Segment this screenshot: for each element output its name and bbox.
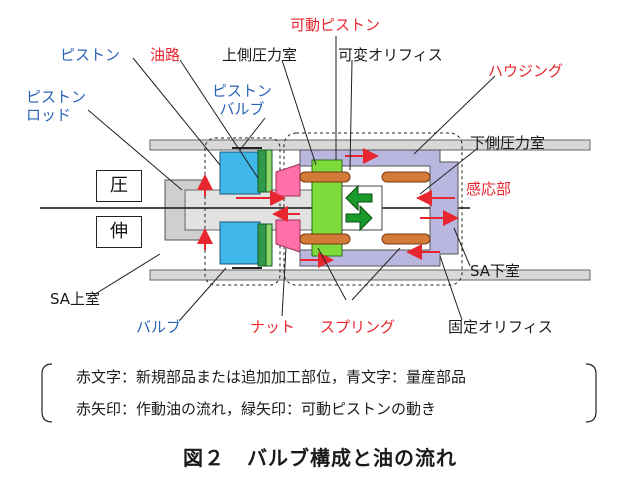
nut — [275, 163, 301, 253]
valve-diagram — [40, 36, 591, 321]
sensing-part-region — [283, 132, 463, 286]
label-piston-valve: ピストン バルブ — [212, 82, 273, 118]
label-moving-piston: 可動ピストン — [290, 16, 381, 34]
leader-lines — [87, 36, 496, 321]
valve-stack — [232, 147, 262, 269]
label-compression: 圧 — [96, 170, 142, 202]
label-valve: バルブ — [136, 318, 182, 336]
valve-discs — [257, 149, 273, 267]
label-housing: ハウジング — [488, 62, 564, 80]
label-piston-rod: ピストン ロッド — [26, 88, 87, 124]
label-lower-pressure-chamber: 下側圧力室 — [470, 134, 546, 152]
figure-caption: 図２ バルブ構成と油の流れ — [0, 442, 640, 471]
label-upper-pressure-chamber: 上側圧力室 — [222, 46, 298, 64]
label-fixed-orifice: 固定オリフィス — [448, 318, 553, 336]
label-sensing-part: 感応部 — [466, 180, 512, 198]
figure-title: バルブ構成と油の流れ — [247, 446, 457, 470]
label-oil-passage: 油路 — [150, 46, 181, 64]
label-variable-orifice: 可変オリフィス — [338, 46, 443, 64]
legend-brackets — [41, 363, 597, 423]
label-nut: ナット — [250, 318, 296, 336]
legend-text-colors: 赤文字：新規部品または追加加工部位，青文字：量産部品 — [76, 368, 467, 386]
springs — [299, 171, 431, 245]
label-sa-lower-chamber: SA下室 — [470, 262, 521, 280]
piston — [219, 151, 261, 265]
label-spring: スプリング — [320, 318, 396, 336]
piston-motion-arrows — [345, 184, 373, 232]
label-piston: ピストン — [60, 46, 121, 64]
figure-number: 図２ — [183, 446, 225, 470]
legend: 赤文字：新規部品または追加加工部位，青文字：量産部品 赤矢印：作動油の流れ，緑矢… — [40, 360, 598, 426]
legend-arrow-colors: 赤矢印：作動油の流れ，緑矢印：可動ピストンの動き — [76, 400, 437, 418]
label-extension: 伸 — [96, 216, 142, 248]
label-sa-upper-chamber: SA上室 — [50, 290, 101, 308]
